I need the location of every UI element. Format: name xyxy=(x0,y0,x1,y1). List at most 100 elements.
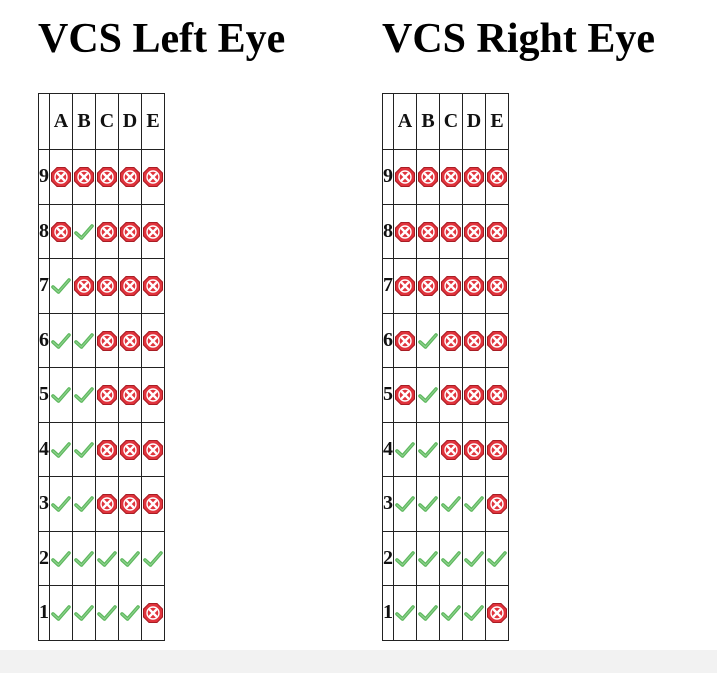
checkmark-icon xyxy=(417,384,439,406)
result-cell xyxy=(439,367,463,423)
checkmark-icon xyxy=(73,439,95,461)
result-cell xyxy=(141,203,165,259)
row-label: 2 xyxy=(382,530,394,586)
row-label: 5 xyxy=(38,367,50,423)
checkmark-icon xyxy=(73,548,95,570)
table-row: 1 xyxy=(382,585,509,641)
result-cell xyxy=(95,421,119,477)
table-row: 3 xyxy=(382,476,509,532)
table-row: 5 xyxy=(382,367,509,423)
checkmark-icon xyxy=(394,493,416,515)
column-header: D xyxy=(118,93,142,150)
result-cell xyxy=(95,312,119,368)
checkmark-icon xyxy=(463,548,485,570)
result-cell xyxy=(49,476,73,532)
table-row: 6 xyxy=(382,312,509,368)
error-x-icon xyxy=(142,166,164,188)
checkmark-icon xyxy=(73,384,95,406)
error-x-icon xyxy=(463,221,485,243)
error-x-icon xyxy=(119,384,141,406)
table-row: 3 xyxy=(38,476,165,532)
error-x-icon xyxy=(142,330,164,352)
checkmark-icon xyxy=(96,548,118,570)
error-x-icon xyxy=(119,330,141,352)
table-row: 8 xyxy=(382,203,509,259)
error-x-icon xyxy=(96,330,118,352)
result-cell xyxy=(393,530,417,586)
result-cell xyxy=(485,476,509,532)
row-label: 1 xyxy=(382,585,394,641)
result-cell xyxy=(416,585,440,641)
row-label: 9 xyxy=(38,149,50,205)
result-cell xyxy=(393,258,417,314)
table-row: 8 xyxy=(38,203,165,259)
result-cell xyxy=(393,203,417,259)
column-header: D xyxy=(462,93,486,150)
table-row: 2 xyxy=(382,530,509,586)
error-x-icon xyxy=(96,493,118,515)
table-row: 6 xyxy=(38,312,165,368)
result-cell xyxy=(393,585,417,641)
error-x-icon xyxy=(119,439,141,461)
panel-title: VCS Left Eye xyxy=(38,16,286,62)
error-x-icon xyxy=(73,166,95,188)
checkmark-icon xyxy=(50,275,72,297)
result-cell xyxy=(416,258,440,314)
error-x-icon xyxy=(417,166,439,188)
checkmark-icon xyxy=(73,330,95,352)
result-cell xyxy=(141,367,165,423)
checkmark-icon xyxy=(119,548,141,570)
result-cell xyxy=(95,476,119,532)
result-cell xyxy=(95,258,119,314)
row-label: 2 xyxy=(38,530,50,586)
result-cell xyxy=(416,149,440,205)
error-x-icon xyxy=(119,493,141,515)
error-x-icon xyxy=(440,330,462,352)
error-x-icon xyxy=(440,384,462,406)
table-row: 7 xyxy=(382,258,509,314)
checkmark-icon xyxy=(394,602,416,624)
error-x-icon xyxy=(486,439,508,461)
error-x-icon xyxy=(463,166,485,188)
result-cell xyxy=(118,367,142,423)
row-label: 7 xyxy=(38,258,50,314)
result-cell xyxy=(141,258,165,314)
column-header: B xyxy=(416,93,440,150)
result-cell xyxy=(439,258,463,314)
error-x-icon xyxy=(440,275,462,297)
result-cell xyxy=(95,367,119,423)
error-x-icon xyxy=(486,221,508,243)
result-cell xyxy=(72,312,96,368)
checkmark-icon xyxy=(463,493,485,515)
row-label: 6 xyxy=(382,312,394,368)
result-cell xyxy=(462,203,486,259)
result-cell xyxy=(439,203,463,259)
checkmark-icon xyxy=(50,602,72,624)
checkmark-icon xyxy=(73,221,95,243)
error-x-icon xyxy=(119,275,141,297)
error-x-icon xyxy=(96,166,118,188)
result-cell xyxy=(118,476,142,532)
error-x-icon xyxy=(463,384,485,406)
result-cell xyxy=(393,367,417,423)
error-x-icon xyxy=(394,166,416,188)
result-cell xyxy=(485,530,509,586)
result-cell xyxy=(95,203,119,259)
row-label: 9 xyxy=(382,149,394,205)
result-cell xyxy=(72,585,96,641)
table-row: 7 xyxy=(38,258,165,314)
error-x-icon xyxy=(486,166,508,188)
result-cell xyxy=(485,312,509,368)
checkmark-icon xyxy=(394,439,416,461)
error-x-icon xyxy=(394,384,416,406)
column-header: B xyxy=(72,93,96,150)
result-cell xyxy=(416,421,440,477)
panel-title: VCS Right Eye xyxy=(382,16,656,62)
table-row: 2 xyxy=(38,530,165,586)
error-x-icon xyxy=(486,493,508,515)
result-cell xyxy=(49,421,73,477)
result-cell xyxy=(49,203,73,259)
result-cell xyxy=(118,203,142,259)
row-label: 4 xyxy=(382,421,394,477)
